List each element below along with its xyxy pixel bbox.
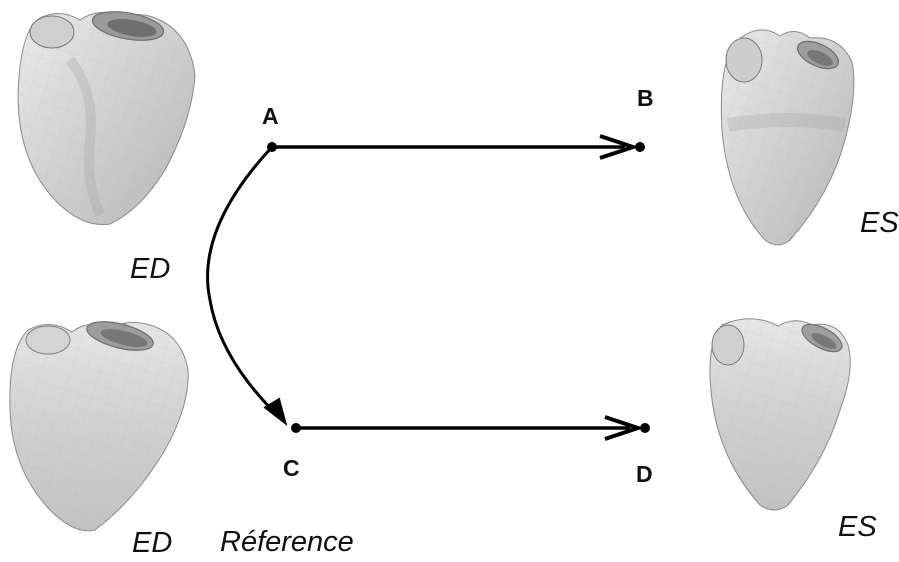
label-b: B: [637, 85, 654, 111]
heart-ed-bottom: [9, 321, 189, 532]
point-b: [635, 142, 645, 152]
arrows: [206, 134, 645, 441]
label-ed-bottom: ED: [132, 527, 172, 557]
point-a: [267, 142, 277, 152]
heart-es-top: [720, 29, 855, 246]
arrowhead-b: [599, 134, 640, 160]
point-d: [640, 423, 650, 433]
label-a: A: [262, 103, 279, 129]
label-es-bottom: ES: [838, 511, 877, 543]
arrowhead-d: [604, 415, 645, 441]
label-es-top: ES: [860, 207, 899, 239]
point-c: [291, 423, 301, 433]
label-ed-top: ED: [130, 253, 170, 285]
arrow-a-to-c: [206, 145, 284, 422]
label-d: D: [636, 461, 653, 487]
heart-ed-top: [17, 11, 196, 226]
arrowhead-c: [263, 397, 288, 426]
heart-es-bottom: [709, 318, 851, 511]
label-reference: Réference: [220, 526, 354, 557]
label-c: C: [283, 455, 300, 481]
